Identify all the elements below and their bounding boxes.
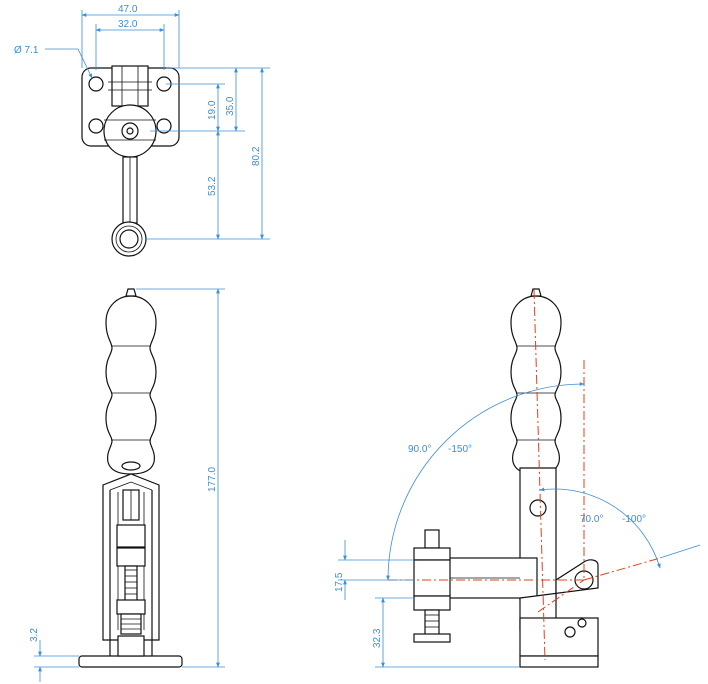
side-base bbox=[519, 655, 599, 668]
dim-hole-spacing: 32.0 bbox=[118, 19, 138, 30]
mount-hole bbox=[88, 76, 104, 92]
side-view: 90.0° -150° 70.0° -100° 17.5 32.3 bbox=[334, 288, 701, 668]
handle-grip bbox=[105, 295, 157, 475]
side-handle-grip bbox=[510, 295, 562, 475]
dim-arm-angle: 70.0° bbox=[580, 514, 603, 525]
dim-hole-diameter: Ø 7.1 bbox=[14, 45, 39, 56]
spindle-thread bbox=[124, 565, 138, 603]
front-base bbox=[78, 655, 183, 668]
front-view: 177.0 3.2 bbox=[29, 288, 225, 682]
dim-width-overall: 47.0 bbox=[118, 4, 138, 15]
link-body bbox=[111, 65, 149, 107]
top-view: 47.0 32.0 Ø 7.1 19.0 35.0 53.2 80.2 bbox=[14, 4, 270, 257]
dim-overall-length: 80.2 bbox=[251, 146, 262, 166]
dim-overall-height: 177.0 bbox=[207, 467, 218, 492]
dim-handle-angle-alt: -150° bbox=[448, 444, 472, 455]
dim-spindle-height: 17.5 bbox=[334, 572, 345, 592]
mount-hole bbox=[156, 118, 172, 134]
dim-base-to-pivot: 35.0 bbox=[225, 96, 236, 116]
dim-pivot-height: 32.3 bbox=[372, 628, 383, 648]
dim-base-thickness: 3.2 bbox=[29, 628, 40, 642]
mount-hole bbox=[88, 118, 104, 134]
handle-end bbox=[111, 221, 147, 257]
pivot-hub bbox=[103, 104, 157, 158]
dim-hole-to-pivot: 19.0 bbox=[207, 100, 218, 120]
dim-arm-angle-alt: -100° bbox=[622, 514, 646, 525]
dim-handle-angle: 90.0° bbox=[408, 444, 431, 455]
dim-pivot-to-handle: 53.2 bbox=[207, 176, 218, 196]
